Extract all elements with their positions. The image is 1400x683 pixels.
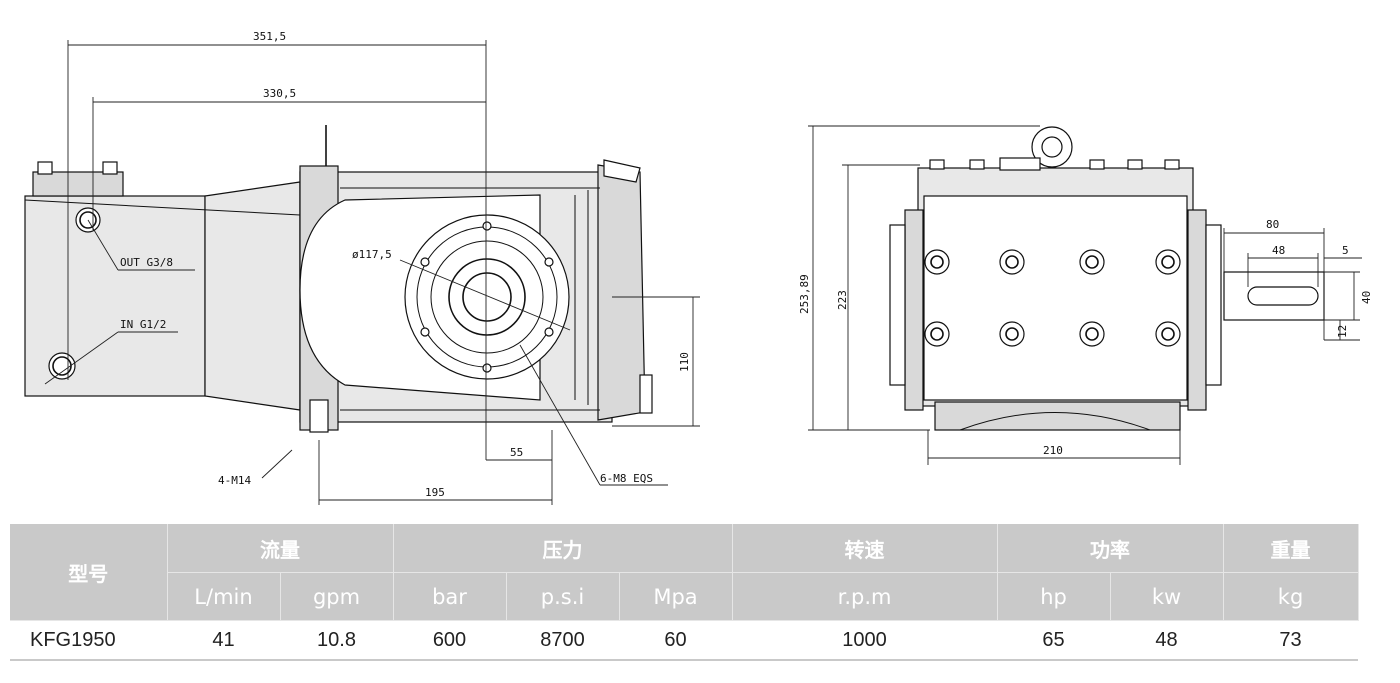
cell-hp: 65 bbox=[997, 620, 1111, 661]
cell-bar: 600 bbox=[393, 620, 506, 661]
cell-mpa: 60 bbox=[619, 620, 733, 661]
dim-48: 48 bbox=[1272, 244, 1285, 257]
unit-bar: bar bbox=[393, 572, 507, 621]
mount-label: 4-M14 bbox=[218, 474, 251, 487]
cell-kg: 73 bbox=[1223, 620, 1359, 661]
dim-5: 5 bbox=[1342, 244, 1349, 257]
in-label: IN G1/2 bbox=[120, 318, 166, 331]
front-view: 253,89 223 210 80 48 5 40 12 bbox=[798, 125, 1373, 465]
header-flow: 流量 bbox=[167, 524, 394, 573]
dim-55: 55 bbox=[510, 446, 523, 459]
table-row: KFG1950 41 10.8 600 8700 60 1000 65 48 7… bbox=[10, 620, 1359, 661]
cell-model: KFG1950 bbox=[10, 620, 167, 661]
unit-mpa: Mpa bbox=[619, 572, 733, 621]
diameter-label: ø117,5 bbox=[352, 248, 392, 261]
unit-hp: hp bbox=[997, 572, 1111, 621]
bolt-label: 6-M8 EQS bbox=[600, 472, 653, 485]
unit-rpm: r.p.m bbox=[732, 572, 998, 621]
dim-80: 80 bbox=[1266, 218, 1279, 231]
dim-223: 223 bbox=[836, 290, 849, 310]
out-label: OUT G3/8 bbox=[120, 256, 173, 269]
cell-rpm: 1000 bbox=[732, 620, 998, 661]
header-speed: 转速 bbox=[732, 524, 998, 573]
unit-row: L/min gpm bar p.s.i Mpa r.p.m hp kw kg bbox=[10, 572, 1359, 621]
dim-330: 330,5 bbox=[263, 87, 296, 100]
header-weight: 重量 bbox=[1223, 524, 1359, 573]
unit-psi: p.s.i bbox=[506, 572, 620, 621]
unit-gpm: gpm bbox=[280, 572, 394, 621]
header-power: 功率 bbox=[997, 524, 1224, 573]
dim-253: 253,89 bbox=[798, 274, 811, 314]
dim-351: 351,5 bbox=[253, 30, 286, 43]
dim-40: 40 bbox=[1360, 291, 1373, 304]
dim-12: 12 bbox=[1336, 325, 1349, 338]
technical-drawing: 351,5 330,5 OUT G3/8 IN G1/2 ø117,5 110 … bbox=[24, 30, 1373, 505]
side-view: 351,5 330,5 OUT G3/8 IN G1/2 ø117,5 110 … bbox=[24, 30, 700, 505]
unit-lmin: L/min bbox=[167, 572, 281, 621]
unit-kg: kg bbox=[1223, 572, 1359, 621]
unit-kw: kw bbox=[1110, 572, 1224, 621]
header-model: 型号 bbox=[10, 524, 168, 621]
dim-210: 210 bbox=[1043, 444, 1063, 457]
dim-110: 110 bbox=[678, 352, 691, 372]
header-row: 型号 流量 压力 转速 功率 重量 bbox=[10, 524, 1359, 621]
cell-kw: 48 bbox=[1110, 620, 1224, 661]
cell-lmin: 41 bbox=[167, 620, 280, 661]
spec-table: 型号 流量 压力 转速 功率 重量 L/min gpm bar p.s.i Mp… bbox=[10, 524, 1359, 661]
dim-195: 195 bbox=[425, 486, 445, 499]
header-pressure: 压力 bbox=[393, 524, 733, 573]
cell-psi: 8700 bbox=[506, 620, 619, 661]
cell-gpm: 10.8 bbox=[280, 620, 393, 661]
